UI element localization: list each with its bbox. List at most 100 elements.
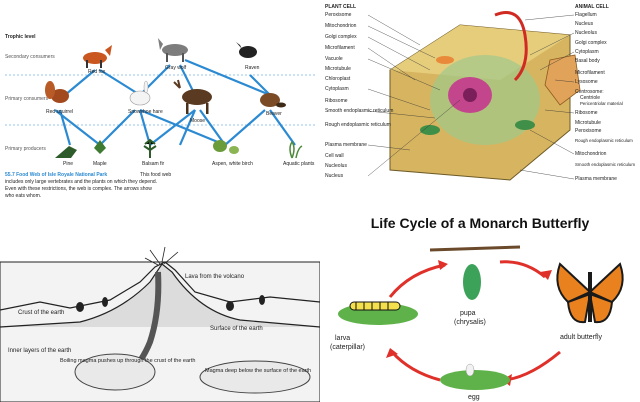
plant-label-peroxisome: Peroxisome <box>325 12 352 18</box>
surface-label: Surface of the earth <box>210 326 263 332</box>
maple-figure <box>94 140 106 154</box>
food-web-caption-line-2: includes only large vertebrates and the … <box>5 179 157 185</box>
plant-label-golgi: Golgi complex <box>325 34 357 40</box>
plant-label-chloroplast: Chloroplast <box>325 76 351 82</box>
magma-chamber <box>74 353 156 391</box>
pupa-figure <box>429 245 521 300</box>
snowshoe-hare-label: Snowshoe hare <box>128 109 163 115</box>
food-web-caption-title: 55.7 Food Web of Isle Royale National Pa… <box>5 172 107 178</box>
moose-figure <box>173 79 212 114</box>
surface-line <box>0 261 320 311</box>
animal-cell-title: ANIMAL CELL <box>575 4 609 10</box>
gray-wolf-figure <box>158 38 188 62</box>
animal-label-plasma-membrane: Plasma membrane <box>575 176 617 182</box>
plant-label-nucleolus: Nucleolus <box>325 163 347 169</box>
deep-magma <box>199 360 311 394</box>
plant-label-plasma-membrane: Plasma membrane <box>325 142 367 148</box>
animal-label-basal-body: Basal body <box>575 58 600 64</box>
animal-label-flagellum: Flagellum <box>575 12 597 18</box>
animal-label-ribosome: Ribosome <box>575 110 598 116</box>
level-secondary-label: Secondary consumers <box>5 54 55 60</box>
animal-label-pericentriolar: Pericentriolar material <box>580 101 623 106</box>
raven-label: Raven <box>245 65 260 71</box>
animal-label-cytoplasm: Cytoplasm <box>575 49 599 55</box>
plant-label-nucleus: Nucleus <box>325 173 344 179</box>
animal-label-smooth-er: Smooth endoplasmic reticulum <box>575 162 635 167</box>
animal-label-microtubule: Microtubule <box>575 120 601 126</box>
cell-body <box>389 11 581 181</box>
animal-label-rough-er: Rough endoplasmic reticulum <box>575 138 633 143</box>
cell-panel: PLANT CELL ANIMAL CELL Peroxisome Mitoch… <box>320 0 640 200</box>
aquatic-plants-label: Aquatic plants <box>283 161 315 167</box>
animal-label-peroxisome: Peroxisome <box>575 128 602 134</box>
volcano-panel: Lava from the volcano Crust of the earth… <box>0 202 320 402</box>
trees <box>76 295 265 312</box>
trophic-level-label: Trophic level <box>5 34 36 40</box>
red-fox-label: Red fox <box>88 69 106 75</box>
plant-label-vacuole: Vacuole <box>325 56 343 62</box>
aspen-birch-label: Aspen, white birch <box>212 161 253 167</box>
plant-label-cell-wall: Cell wall <box>325 153 344 159</box>
animal-label-golgi: Golgi complex <box>575 40 607 46</box>
animal-label-centrosome: Centrosome: <box>575 89 604 95</box>
larva-label: larva <box>335 335 350 342</box>
animal-label-mitochondrion: Mitochondrion <box>575 151 607 157</box>
lava-spray <box>144 246 179 266</box>
adult-butterfly-label: adult butterfly <box>560 334 603 341</box>
lava-label: Lava from the volcano <box>185 274 245 280</box>
food-web-caption-line-1: This food web <box>140 172 171 178</box>
plant-label-mitochondrion: Mitochondrion <box>325 23 357 29</box>
cell-leader-lines <box>367 14 575 180</box>
food-web-caption-line-3: Even with these restrictions, the web is… <box>5 186 152 192</box>
maple-label: Maple <box>93 161 107 167</box>
plant-label-microtubule: Microtubule <box>325 66 351 72</box>
aspen-birch-figure <box>213 140 239 154</box>
deep-magma-label: Magma deep below the surface of the eart… <box>205 368 311 374</box>
boiling-magma-label: Boiling magma pushes up through the crus… <box>60 358 195 364</box>
level-primary-consumer-label: Primary consumers <box>5 96 49 102</box>
egg-figure <box>440 363 510 390</box>
plant-label-smooth-er: Smooth endoplasmic reticulum <box>325 108 393 114</box>
plant-label-cytoplasm: Cytoplasm <box>325 86 349 92</box>
plant-cell-labels: Peroxisome Mitochondrion Golgi complex M… <box>325 12 393 179</box>
gray-wolf-label: Gray wolf <box>165 65 187 71</box>
balsam-fir-label: Balsam fir <box>142 161 165 167</box>
beaver-figure <box>260 93 286 108</box>
animal-label-lysosome: Lysosome <box>575 79 598 85</box>
crust-label: Crust of the earth <box>18 310 64 316</box>
egg-label: egg <box>468 394 480 401</box>
inner-layers-label: Inner layers of the earth <box>8 348 71 354</box>
adult-butterfly-figure <box>556 262 624 324</box>
beaver-label: Beaver <box>266 111 282 117</box>
plant-label-rough-er: Rough endoplasmic reticulum <box>325 122 391 128</box>
food-web-panel: Trophic level Secondary consumers Primar… <box>0 0 320 200</box>
pupa-label: pupa <box>460 310 476 317</box>
balsam-fir-figure <box>143 138 157 158</box>
red-squirrel-label: Red squirrel <box>46 109 73 115</box>
raven-figure <box>236 42 257 58</box>
flagellum-shape <box>494 11 528 82</box>
food-web-caption-line-4: who eats whom. <box>5 193 41 199</box>
pine-figure <box>55 146 77 158</box>
animal-label-nucleolus: Nucleolus <box>575 30 597 36</box>
plant-label-microfilament: Microfilament <box>325 45 355 51</box>
butterfly-panel: Life Cycle of a Monarch Butterfly pupa (… <box>320 202 640 402</box>
animal-label-microfilament: Microfilament <box>575 70 605 76</box>
moose-label: Moose <box>190 118 205 124</box>
snowshoe-hare-figure <box>129 80 151 106</box>
larva-figure <box>338 301 418 325</box>
pine-label: Pine <box>63 161 73 167</box>
animal-label-nucleus: Nucleus <box>575 21 594 27</box>
plant-label-ribosome: Ribosome <box>325 98 348 104</box>
chrysalis-label: (chrysalis) <box>454 319 486 326</box>
trophic-level-labels: Secondary consumers Primary consumers Pr… <box>5 54 55 152</box>
level-producer-label: Primary producers <box>5 146 46 152</box>
aquatic-plants-figure <box>289 140 303 159</box>
butterfly-title: Life Cycle of a Monarch Butterfly <box>371 215 590 231</box>
animal-cell-labels: Flagellum Nucleus Nucleolus Golgi comple… <box>575 12 635 182</box>
caterpillar-label: (caterpillar) <box>330 344 365 351</box>
red-fox-figure <box>83 45 112 68</box>
plant-cell-title: PLANT CELL <box>325 4 356 10</box>
animal-label-centriole: Centriole <box>580 95 600 101</box>
